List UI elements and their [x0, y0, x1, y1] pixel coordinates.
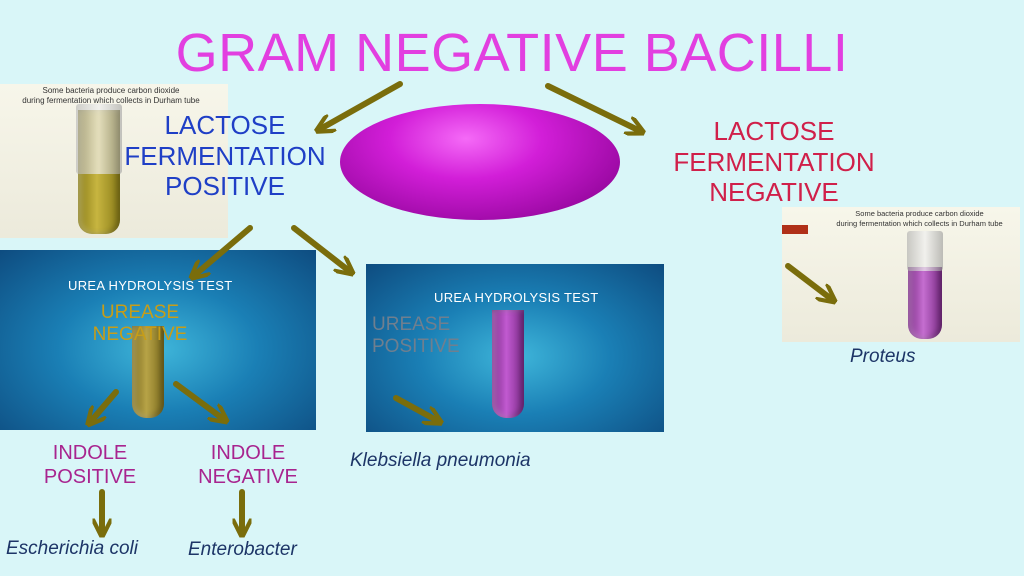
lactose-positive-line-2: FERMENTATION [124, 140, 326, 171]
urea-right-tube [492, 310, 524, 418]
fermentation-photo-left: Some bacteria produce carbon dioxide dur… [0, 84, 228, 238]
center-oval [340, 104, 620, 220]
urease-positive-label: UREASE POSITIVE [366, 314, 484, 359]
caption-right-line-1: Some bacteria produce carbon dioxide [855, 209, 984, 218]
species-enterobacter: Enterobacter [188, 539, 297, 560]
diagram-title: GRAM NEGATIVE BACILLI [175, 23, 849, 83]
species-proteus: Proteus [850, 346, 916, 367]
species-e-coli: Escherichia coli [6, 538, 138, 559]
arrow-to-proteus [785, 263, 830, 298]
caption-line-1: Some bacteria produce carbon dioxide [42, 86, 180, 95]
lactose-positive-line-1: LACTOSE [164, 110, 286, 140]
species-klebsiella: Klebsiella pneumonia [350, 450, 531, 471]
fermentation-photo-right: Some bacteria produce carbon dioxide dur… [782, 207, 1020, 342]
urea-left-tube [132, 326, 164, 418]
arrow-title-to-lactose-positive [322, 81, 403, 128]
urease-negative-line-1: UREASE [100, 302, 180, 323]
urease-positive-line-2: POSITIVE [372, 336, 460, 358]
urease-negative-label: UREASE NEGATIVE [60, 302, 220, 347]
urea-panel-left: UREA HYDROLYSIS TEST UREASE NEGATIVE [0, 250, 316, 430]
arrow-to-indole-negative [173, 381, 222, 418]
purple-tube-top [907, 231, 943, 271]
indole-negative-line-1: INDOLE [210, 442, 286, 464]
indole-positive-label: INDOLE POSITIVE [20, 442, 160, 489]
red-pointer-tab [782, 225, 808, 234]
arrow-to-urease-positive [291, 225, 348, 270]
lactose-positive-line-3: POSITIVE [165, 171, 285, 202]
indole-negative-line-2: NEGATIVE [198, 465, 298, 488]
purple-tube [908, 267, 942, 339]
arrow-to-klebsiella [393, 395, 436, 420]
arrow-to-indole-positive [92, 389, 119, 420]
urea-panel-right-title: UREA HYDROLYSIS TEST [434, 290, 599, 305]
photo-caption-left: Some bacteria produce carbon dioxide dur… [6, 86, 216, 106]
indole-positive-line-2: POSITIVE [43, 465, 137, 488]
urease-positive-line-1: UREASE [372, 314, 451, 335]
caption-right-line-2: during fermentation which collects in Du… [836, 219, 1003, 228]
photo-caption-right: Some bacteria produce carbon dioxide dur… [822, 209, 1017, 229]
indole-negative-label: INDOLE NEGATIVE [178, 442, 318, 489]
arrow-title-to-lactose-negative [545, 83, 638, 130]
urease-negative-line-2: NEGATIVE [92, 324, 188, 346]
lactose-negative-line-1: LACTOSE [713, 116, 835, 146]
lactose-negative-line-2: FERMENTATION [673, 146, 875, 177]
lactose-positive-label: LACTOSE FERMENTATION POSITIVE [95, 110, 355, 202]
arrow-to-urease-negative [196, 225, 253, 274]
urea-panel-right: UREA HYDROLYSIS TEST UREASE POSITIVE [366, 264, 664, 432]
indole-positive-line-1: INDOLE [52, 442, 128, 464]
caption-line-2: during fermentation which collects in Du… [22, 96, 200, 105]
lactose-negative-line-3: NEGATIVE [709, 177, 839, 208]
lactose-negative-label: LACTOSE FERMENTATION NEGATIVE [644, 116, 904, 208]
tube-top [76, 104, 122, 174]
